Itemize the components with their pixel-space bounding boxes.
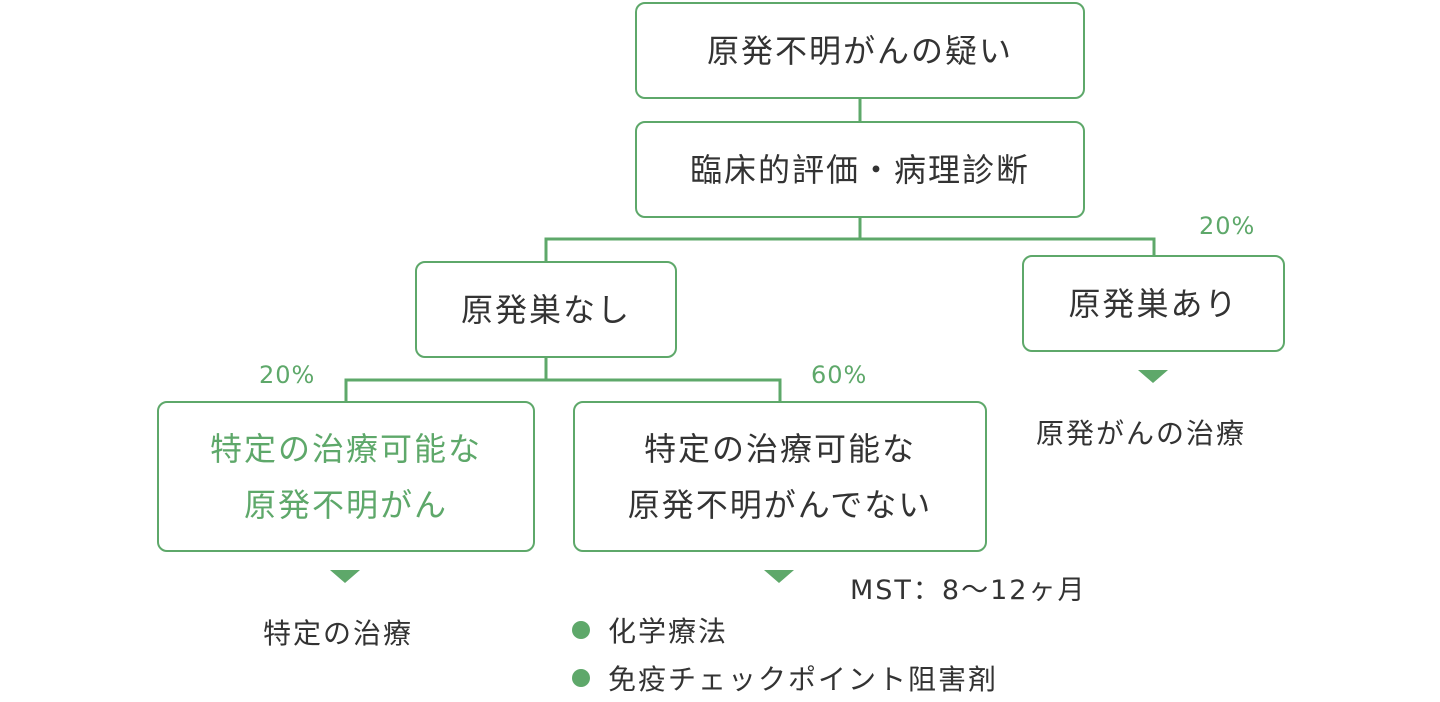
node-evaluation: 臨床的評価・病理診断 xyxy=(635,121,1085,218)
node-no-primary: 原発巣なし xyxy=(415,261,677,358)
connector-no-primary-specific xyxy=(344,358,548,402)
node-specific-treatable: 特定の治療可能な 原発不明がん xyxy=(157,401,535,552)
percent-has-primary: 20% xyxy=(1199,212,1256,240)
connector-evaluation-has-primary xyxy=(860,237,1156,256)
percent-specific-treatable: 20% xyxy=(259,361,316,389)
bullet-icon xyxy=(572,621,590,639)
outcome-specific-treatable: 特定の治療 xyxy=(263,617,414,650)
node-no-primary-label: 原発巣なし xyxy=(460,290,631,329)
list-item-label: 化学療法 xyxy=(608,615,729,648)
outcome-has-primary: 原発がんの治療 xyxy=(1036,417,1247,450)
percent-not-specific: 60% xyxy=(811,361,868,389)
node-suspicion: 原発不明がんの疑い xyxy=(635,2,1085,99)
down-arrow-icon xyxy=(1138,370,1168,383)
down-arrow-icon xyxy=(330,570,360,583)
bullet-icon xyxy=(572,669,590,687)
node-not-specific: 特定の治療可能な 原発不明がんでない xyxy=(573,401,987,552)
node-evaluation-label: 臨床的評価・病理診断 xyxy=(689,150,1030,189)
list-item-label: 免疫チェックポイント阻害剤 xyxy=(608,663,999,696)
not-specific-treatment-list: 化学療法 免疫チェックポイント阻害剤 xyxy=(572,606,998,702)
node-has-primary: 原発巣あり xyxy=(1022,255,1285,352)
node-has-primary-label: 原発巣あり xyxy=(1068,284,1239,323)
list-item: 免疫チェックポイント阻害剤 xyxy=(572,654,998,702)
mst-label: MST：8〜12ヶ月 xyxy=(850,575,1087,606)
connector-evaluation-no-primary xyxy=(544,218,862,262)
node-not-specific-label: 特定の治療可能な 原発不明がんでない xyxy=(627,429,933,524)
down-arrow-icon xyxy=(764,570,794,583)
node-specific-treatable-label: 特定の治療可能な 原発不明がん xyxy=(209,429,482,524)
connector-no-primary-not-specific xyxy=(546,378,782,402)
node-suspicion-label: 原発不明がんの疑い xyxy=(706,31,1013,70)
list-item: 化学療法 xyxy=(572,606,998,654)
